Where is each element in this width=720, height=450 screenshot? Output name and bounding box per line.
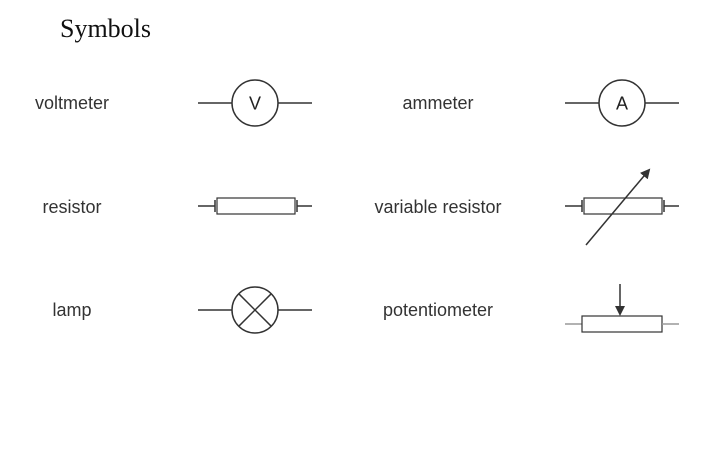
voltmeter-glyph: V — [249, 94, 261, 114]
voltmeter-symbol: V — [198, 79, 312, 127]
variable-arrow-icon — [585, 168, 651, 246]
ammeter-symbol: A — [565, 79, 679, 127]
page-title: Symbols — [60, 14, 152, 43]
lamp-symbol — [198, 286, 312, 334]
label-voltmeter: voltmeter — [34, 93, 110, 113]
label-lamp: lamp — [52, 300, 92, 320]
label-ammeter: ammeter — [402, 93, 474, 113]
potentiometer-symbol — [565, 284, 679, 333]
ammeter-glyph: A — [616, 94, 628, 114]
label-variable-resistor: variable resistor — [374, 197, 502, 217]
variable-resistor-symbol — [565, 168, 679, 246]
resistor-symbol — [198, 197, 312, 215]
label-potentiometer: potentiometer — [382, 300, 494, 320]
label-resistor: resistor — [42, 197, 102, 217]
